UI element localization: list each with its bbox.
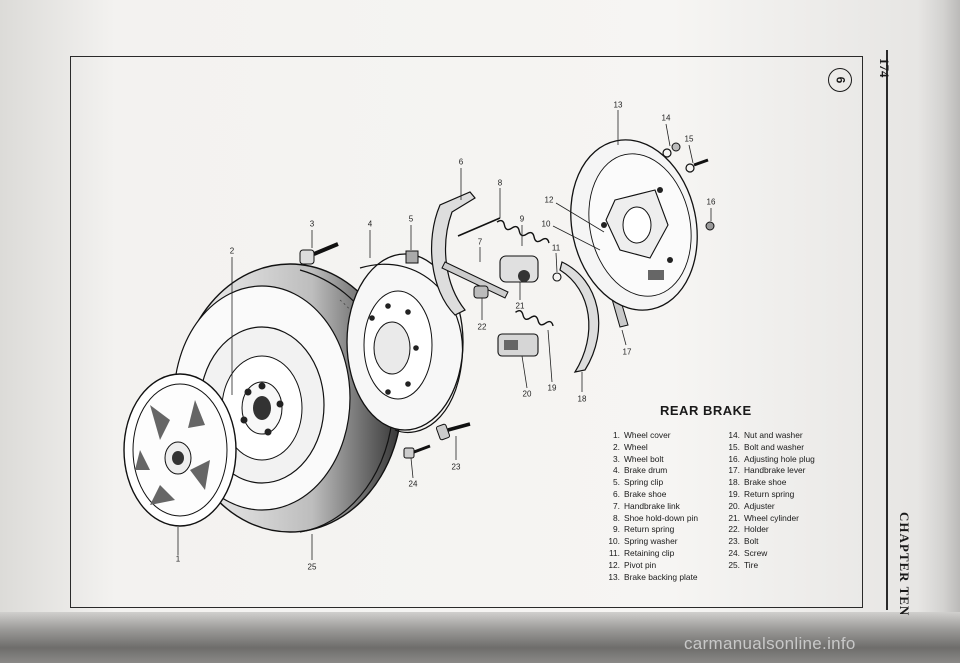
page-bottom-shadow [0, 612, 960, 663]
callout-2: 2 [229, 246, 235, 256]
legend-item: 13.Brake backing plate [608, 571, 698, 582]
brake-backing-plate [570, 139, 698, 311]
legend-item: 22.Holder [728, 524, 769, 535]
legend-item: 5.Spring clip [613, 477, 664, 488]
handbrake-link [441, 261, 509, 299]
legend-item: 19.Return spring [728, 488, 795, 499]
callout-20: 20 [522, 389, 532, 399]
callout-8: 8 [497, 178, 503, 188]
brake-drum [346, 253, 464, 434]
brake-shoe-leading [431, 191, 476, 316]
legend-item: 16.Adjusting hole plug [728, 453, 815, 464]
legend-item: 25.Tire [728, 559, 759, 570]
brake-shoe-trailing [559, 261, 600, 373]
callout-11: 11 [551, 243, 561, 253]
nut-and-washer-2 [671, 142, 681, 152]
section-badge: 6 [828, 68, 852, 92]
legend-item: 9.Return spring [613, 524, 675, 535]
legend-item: 3.Wheel bolt [613, 453, 664, 464]
legend-item: 17.Handbrake lever [728, 465, 806, 476]
callout-15: 15 [684, 134, 694, 144]
callout-13: 13 [613, 100, 623, 110]
callout-14: 14 [661, 113, 671, 123]
legend-item: 7.Handbrake link [613, 500, 680, 511]
legend-item: 12.Pivot pin [608, 559, 657, 570]
callout-4: 4 [367, 219, 373, 229]
legend-item: 10.Spring washer [608, 536, 678, 547]
parts-legend-right: 14.Nut and washer 15.Bolt and washer 16.… [724, 430, 815, 572]
callout-5: 5 [408, 214, 414, 224]
legend-item: 15.Bolt and washer [728, 441, 805, 452]
legend-item: 4.Brake drum [613, 465, 668, 476]
margin-rule [886, 50, 888, 610]
legend-item: 1.Wheel cover [613, 430, 671, 440]
leader-lines [177, 110, 712, 560]
page-edge-shadow [918, 0, 960, 663]
legend-item: 20.Adjuster [728, 500, 775, 511]
callout-10: 10 [541, 219, 551, 229]
legend-item: 24.Screw [728, 547, 768, 558]
screw [403, 444, 431, 459]
wheel-cover [123, 373, 237, 527]
holder [473, 285, 489, 299]
callout-6: 6 [458, 157, 464, 167]
callout-18: 18 [577, 394, 587, 404]
nut-and-washer [662, 148, 672, 158]
bolt-shank [693, 158, 709, 167]
legend-item: 21.Wheel cylinder [728, 512, 799, 523]
retaining-clip [552, 272, 562, 282]
shoe-hold-down-pin [457, 217, 501, 237]
legend-item: 2.Wheel [613, 441, 648, 452]
watermark: carmanualsonline.info [684, 634, 856, 653]
return-spring-lower [515, 309, 554, 327]
wheel-bolt [299, 242, 339, 265]
diagram-frame [70, 56, 863, 608]
callout-12: 12 [544, 195, 554, 205]
callout-19: 19 [547, 383, 557, 393]
adjuster [497, 333, 539, 357]
callout-25: 25 [307, 562, 317, 572]
callout-3: 3 [309, 219, 315, 229]
legend-item: 6.Brake shoe [613, 488, 667, 499]
adjusting-hole-plug [705, 221, 715, 231]
callout-22: 22 [477, 322, 487, 332]
callout-16: 16 [706, 197, 716, 207]
wheel-cylinder [499, 255, 539, 283]
legend-item: 14.Nut and washer [728, 430, 803, 440]
parts-legend-left: 1.Wheel cover 2.Wheel 3.Wheel bolt 4.Bra… [604, 430, 698, 583]
callout-21: 21 [515, 301, 525, 311]
callout-24: 24 [408, 479, 418, 489]
spring-clip [405, 250, 419, 264]
legend-item: 8.Shoe hold-down pin [613, 512, 699, 523]
diagram-title: REAR BRAKE [660, 403, 752, 418]
legend-item: 11.Retaining clip [608, 547, 675, 558]
bolt-and-washer [685, 163, 695, 173]
callout-23: 23 [451, 462, 461, 472]
callout-7: 7 [477, 237, 483, 247]
callout-17: 17 [622, 347, 632, 357]
bolt [435, 422, 471, 441]
legend-item: 18.Brake shoe [728, 477, 787, 488]
callout-9: 9 [519, 214, 525, 224]
callout-1: 1 [175, 554, 181, 564]
legend-item: 23.Bolt [728, 536, 759, 547]
